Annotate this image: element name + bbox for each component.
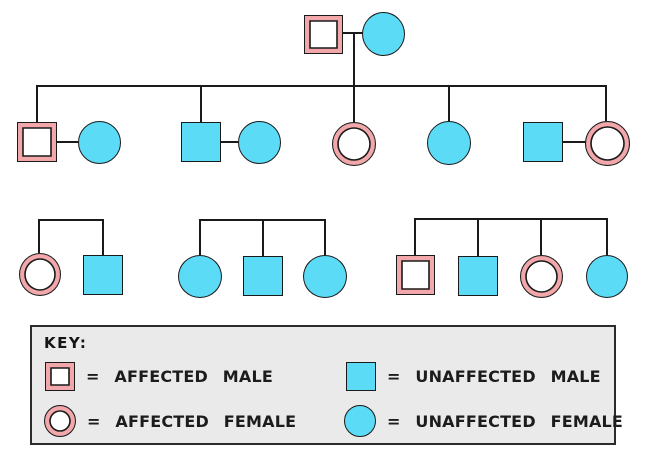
gen3-affected-male-1 [396,255,435,295]
gen1-father-affected-male [304,15,343,54]
gen3-unaffected-female-2 [303,255,347,298]
key-box: KEY: = AFFECTED MALE = AFFECTED FEMALE =… [30,325,623,445]
gen3-unaffected-male-2 [243,256,283,296]
gen2-marriage-line-1 [57,141,78,143]
key-entry-unaffected-female: = UNAFFECTED FEMALE [344,405,623,437]
gen2-drop-line-2 [200,87,202,122]
key-label-affected-female: = AFFECTED FEMALE [87,411,297,431]
gen2-drop-line-5 [605,87,607,121]
gen3-affected-female-1 [19,253,61,296]
key-label-unaffected-male: = UNAFFECTED MALE [387,367,601,386]
gen3-left-drop-line-1 [38,221,40,253]
affected-male-symbol-icon [45,362,75,391]
gen2-marriage-line-3 [562,141,586,143]
gen3-middle-drop-line-1 [199,221,201,255]
gen3-middle-drop-line-2 [262,221,264,256]
gen2-drop-line-1 [36,87,38,122]
gen2-unaffected-male-spouse-3 [523,122,563,162]
gen2-affected-female-2 [585,121,630,166]
gen3-right-drop-line-1 [414,220,416,255]
gen3-left-drop-line-2 [102,221,104,255]
gen3-left-sibship-line [38,219,104,221]
gen2-affected-male-1 [17,122,57,162]
gen3-right-drop-line-4 [606,220,608,255]
gen2-sibship-line [36,85,607,87]
gen3-right-drop-line-3 [540,220,542,255]
gen3-right-drop-line-2 [477,220,479,256]
gen2-marriage-line-2 [221,141,238,143]
gen3-right-sibship-line [414,218,608,220]
gen1-descent-drop-line [353,33,355,86]
gen2-unaffected-female-1 [427,121,471,165]
key-entry-unaffected-male: = UNAFFECTED MALE [346,362,601,391]
gen2-unaffected-female-spouse-2 [238,121,281,164]
gen3-unaffected-female-3 [586,255,628,298]
key-entry-affected-male: = AFFECTED MALE [45,362,273,391]
gen3-affected-female-2 [520,255,563,298]
gen3-middle-sibship-line [199,219,326,221]
affected-female-symbol-icon [44,405,76,437]
unaffected-male-symbol-icon [346,362,376,391]
gen3-middle-drop-line-3 [324,221,326,255]
gen1-mother-unaffected-female [362,12,405,56]
gen1-marriage-line [342,32,363,34]
key-label-affected-male: = AFFECTED MALE [86,367,274,386]
gen2-affected-female-1 [332,122,376,166]
gen2-unaffected-male-1 [181,122,221,162]
gen2-unaffected-female-spouse-1 [78,121,121,164]
gen2-drop-line-4 [448,87,450,121]
key-title: KEY: [44,334,88,352]
unaffected-female-symbol-icon [344,405,376,437]
gen3-unaffected-female-1 [178,255,222,298]
gen2-drop-line-3 [353,87,355,122]
key-label-unaffected-female: = UNAFFECTED FEMALE [387,411,624,431]
gen3-unaffected-male-3 [458,256,498,296]
key-entry-affected-female: = AFFECTED FEMALE [44,405,296,437]
gen3-unaffected-male-1 [83,255,123,295]
